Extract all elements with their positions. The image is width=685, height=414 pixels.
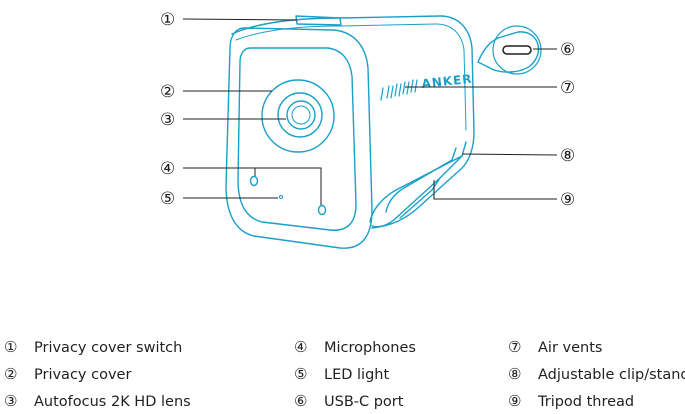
tripod-clip-arm <box>371 155 463 228</box>
legend-number: ⑤ <box>294 365 308 383</box>
leader-4 <box>183 167 322 205</box>
callout-1: ① <box>160 10 175 30</box>
legend-label: USB-C port <box>324 394 404 410</box>
legend-item-8: ⑧ Adjustable clip/stand <box>508 366 685 384</box>
leader-1 <box>182 18 298 21</box>
legend-number: ⑦ <box>508 338 522 356</box>
legend-number: ⑧ <box>508 365 522 383</box>
legend-number: ⑥ <box>294 392 308 410</box>
legend-label: Tripod thread <box>538 394 635 410</box>
legend-label: LED light <box>324 367 390 383</box>
callout-9: ⑨ <box>560 190 575 210</box>
legend-number: ① <box>4 338 18 356</box>
legend-item-9: ⑨ Tripod thread <box>508 393 634 411</box>
legend-number: ⑨ <box>508 392 522 410</box>
adjustable-clip-stand <box>369 141 467 223</box>
lens <box>286 100 316 130</box>
microphone-left <box>249 175 259 187</box>
air-vents <box>380 79 418 101</box>
callout-2: ② <box>160 82 175 102</box>
legend-number: ④ <box>294 338 308 356</box>
legend-label: Microphones <box>324 340 416 356</box>
webcam-front-panel <box>237 47 357 231</box>
legend-item-7: ⑦ Air vents <box>508 339 602 357</box>
legend-label: Air vents <box>538 340 603 356</box>
legend-label: Privacy cover switch <box>34 340 183 356</box>
legend-item-6: ⑥ USB-C port <box>294 393 403 411</box>
privacy-cover <box>261 79 335 153</box>
legend-item-5: ⑤ LED light <box>294 366 389 384</box>
leader-8 <box>461 153 558 156</box>
legend-number: ③ <box>4 392 18 410</box>
legend-item-1: ① Privacy cover switch <box>4 339 182 357</box>
led-light <box>279 195 283 199</box>
usb-c-port-icon <box>502 45 532 55</box>
legend-label: Autofocus 2K HD lens <box>34 394 191 410</box>
leader-9 <box>433 180 557 200</box>
legend-item-3: ③ Autofocus 2K HD lens <box>4 393 191 411</box>
legend-label: Adjustable clip/stand <box>538 367 685 383</box>
legend-item-2: ② Privacy cover <box>4 366 131 384</box>
usb-c-port-bubble <box>477 31 540 73</box>
privacy-switch-slider <box>295 15 342 26</box>
microphone-right <box>317 204 327 216</box>
brand-logo: ANKER <box>421 72 473 91</box>
legend-item-4: ④ Microphones <box>294 339 416 357</box>
callout-4: ④ <box>160 159 175 179</box>
callout-7: ⑦ <box>560 78 575 98</box>
callout-5: ⑤ <box>160 189 175 209</box>
legend-label: Privacy cover <box>34 367 132 383</box>
callout-6: ⑥ <box>560 40 575 60</box>
callout-3: ③ <box>160 110 175 130</box>
legend-number: ② <box>4 365 18 383</box>
callout-8: ⑧ <box>560 146 575 166</box>
webcam-front-face <box>225 27 373 249</box>
